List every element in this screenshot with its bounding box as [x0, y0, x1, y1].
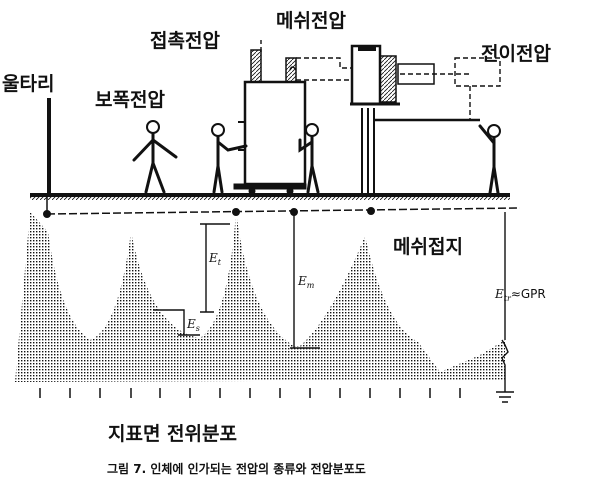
- transformer: [233, 49, 307, 195]
- label-step-voltage: 보폭전압: [95, 89, 165, 111]
- symbol-em: Em: [297, 274, 315, 290]
- fence-post: [47, 98, 51, 195]
- symbol-es: Es: [186, 317, 200, 333]
- label-transfer-voltage: 전이전압: [481, 43, 551, 65]
- person-touch-right: [298, 123, 320, 194]
- label-mesh-ground: 메쉬접지: [393, 236, 463, 258]
- potential-distribution: [15, 212, 505, 382]
- person-transfer-voltage: [478, 124, 501, 195]
- figure-caption: 그림 7. 인체에 인가되는 전압의 종류와 전압분포도: [107, 461, 366, 476]
- mesh-ground-line: [43, 197, 521, 218]
- person-step-voltage: [132, 120, 178, 194]
- label-fence: 울타리: [2, 73, 54, 95]
- symbol-et: Et: [208, 251, 222, 267]
- dimension-lines: [153, 212, 514, 403]
- bottom-ticks: [39, 388, 461, 398]
- label-touch-voltage: 접촉전압: [150, 30, 220, 52]
- person-touch-left: [211, 123, 248, 194]
- switchgear-structure: [350, 44, 480, 193]
- symbol-etr-gpr: Etr≈GPR: [494, 287, 546, 303]
- label-surface-distribution: 지표면 전위분포: [108, 423, 237, 445]
- ground-surface: [30, 193, 510, 200]
- dashed-connections: [260, 40, 501, 120]
- label-mesh-voltage: 메쉬전압: [276, 10, 346, 32]
